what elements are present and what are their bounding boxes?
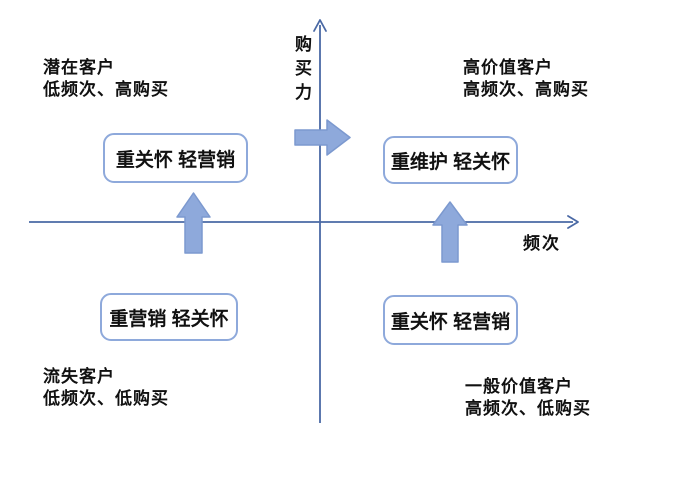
- quadrant-subtitle: 高频次、高购买: [463, 80, 589, 99]
- quadrant-title: 高价值客户: [463, 58, 553, 77]
- quadrant-label-top-right: 高价值客户 高频次、高购买: [463, 57, 589, 101]
- strategy-box-top-left: 重关怀 轻营销: [103, 133, 248, 183]
- strategy-box-top-right: 重维护 轻关怀: [383, 136, 518, 184]
- quadrant-subtitle: 低频次、高购买: [43, 80, 169, 99]
- y-axis-arrowhead-icon: [313, 19, 327, 32]
- x-axis-arrowhead-icon: [567, 215, 579, 229]
- quadrant-subtitle: 高频次、低购买: [465, 399, 591, 418]
- quadrant-title: 一般价值客户: [465, 377, 573, 396]
- up-block-arrow-left-icon: [176, 192, 211, 254]
- quadrant-title: 流失客户: [43, 367, 115, 386]
- quadrant-subtitle: 低频次、低购买: [43, 389, 169, 408]
- quadrant-title: 潜在客户: [43, 58, 115, 77]
- x-axis-label: 频次: [523, 234, 561, 253]
- up-block-arrow-right-icon: [432, 201, 468, 263]
- strategy-box-bottom-left: 重营销 轻关怀: [100, 293, 238, 341]
- quadrant-label-bottom-left: 流失客户 低频次、低购买: [43, 366, 169, 410]
- quadrant-label-bottom-right: 一般价值客户 高频次、低购买: [465, 376, 591, 420]
- quadrant-label-top-left: 潜在客户 低频次、高购买: [43, 57, 169, 101]
- right-block-arrow-icon: [294, 119, 351, 156]
- y-axis-label: 购买力: [292, 35, 311, 107]
- strategy-box-bottom-right: 重关怀 轻营销: [383, 295, 518, 345]
